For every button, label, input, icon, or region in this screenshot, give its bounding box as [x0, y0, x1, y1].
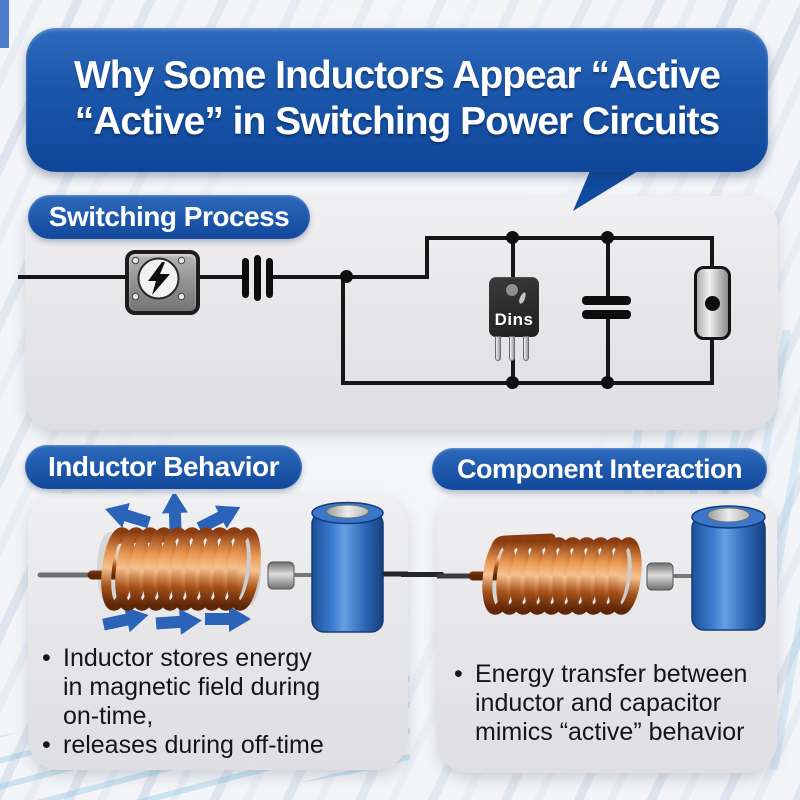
load-component [694, 266, 731, 340]
wire-segment [425, 236, 429, 279]
transistor-label: Dins [494, 310, 534, 329]
transistor-pin [523, 336, 529, 361]
capacitor-plate [582, 310, 631, 319]
inductor-illustration [37, 494, 408, 638]
inductor-behavior-label: Inductor Behavior [25, 445, 302, 489]
junction-dot [506, 231, 519, 244]
capacitor-cylinder [691, 505, 766, 631]
capacitor-cylinder [311, 501, 384, 633]
junction-dot [601, 376, 614, 389]
component-interaction-illustration [437, 505, 766, 631]
wire-segment [606, 240, 610, 300]
wire-segment [345, 275, 429, 279]
junction-dot [506, 376, 519, 389]
wire-bottom-rail [341, 381, 714, 385]
capacitor-symbol-bar [254, 255, 261, 301]
wire-segment [192, 275, 242, 279]
copper-coil [101, 527, 261, 611]
ferrule [267, 561, 295, 590]
transistor-dot-icon [506, 284, 518, 296]
capacitor-plate [582, 296, 631, 305]
bullet-item: Inductor stores energy in magnetic field… [40, 644, 385, 731]
ferrule [646, 562, 674, 591]
connecting-wire [400, 572, 444, 577]
page-title-line1: Why Some Inductors Appear “Active [73, 54, 721, 97]
wire-segment [273, 275, 347, 279]
edge-accent-blue [0, 0, 9, 48]
wire-segment [341, 277, 345, 385]
power-switch [125, 250, 200, 315]
page-title-line2: “Active” in Switching Power Circuits [74, 100, 720, 143]
wire-segment [18, 275, 126, 279]
page-title: Why Some Inductors Appear “Active “Activ… [26, 28, 768, 145]
wire-top-rail [425, 236, 714, 240]
lightning-bolt-icon [131, 256, 186, 301]
field-arrow-icon [155, 607, 203, 637]
transistor-mark-icon [517, 291, 528, 305]
capacitor-symbol-bar [242, 258, 249, 298]
component-interaction-bullets: Energy transfer between inductor and cap… [452, 660, 772, 747]
bullet-item: releases during off-time [40, 731, 385, 760]
junction-dot [601, 231, 614, 244]
transistor-package: Dins [489, 277, 539, 337]
transistor-pin [509, 336, 515, 361]
wire-segment [606, 316, 610, 383]
inductor-behavior-bullets: Inductor stores energy in magnetic field… [40, 644, 385, 760]
transistor-pin [495, 336, 501, 361]
load-dot-icon [705, 295, 720, 311]
wire-segment [511, 240, 515, 279]
switching-process-label: Switching Process [28, 195, 310, 239]
capacitor-symbol-bar [266, 258, 273, 298]
title-banner: Why Some Inductors Appear “Active “Activ… [26, 28, 768, 172]
copper-coil [482, 537, 642, 615]
junction-dot [340, 270, 353, 283]
component-interaction-label: Component Interaction [432, 448, 767, 490]
bullet-item: Energy transfer between inductor and cap… [452, 660, 772, 747]
